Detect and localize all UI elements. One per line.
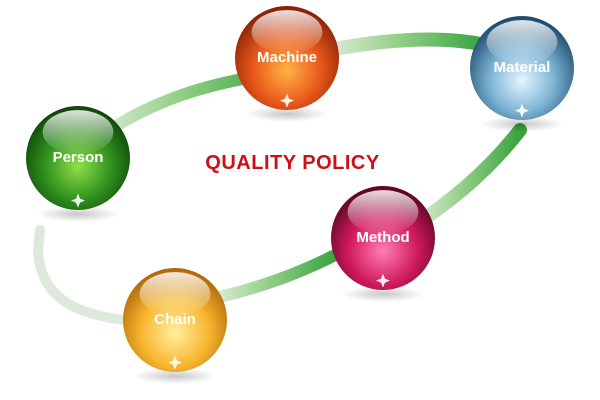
sparkle-icon (71, 193, 85, 208)
node-person: Person (26, 106, 130, 222)
node-gloss (486, 20, 558, 64)
node-material: Material (470, 16, 574, 132)
node-shadow (480, 116, 564, 132)
node-machine: Machine (235, 6, 339, 122)
node-label-person: Person (53, 149, 104, 166)
page-title: QUALITY POLICY (205, 152, 380, 174)
node-shadow (245, 106, 329, 122)
node-shadow (36, 206, 120, 222)
node-gloss (139, 272, 211, 316)
node-method: Method (331, 186, 435, 302)
node-gloss (251, 10, 323, 54)
node-label-method: Method (356, 229, 409, 246)
node-gloss (347, 190, 419, 234)
node-label-machine: Machine (257, 49, 317, 66)
track-chain-person (32, 225, 130, 325)
node-chain: Chain (123, 268, 227, 384)
sparkle-icon (168, 355, 182, 370)
node-label-chain: Chain (154, 311, 196, 328)
node-shadow (133, 368, 217, 384)
sparkle-icon (376, 273, 390, 288)
track-method-chain (209, 249, 341, 304)
node-gloss (42, 110, 114, 154)
track-material-method (408, 123, 527, 232)
sparkle-icon (280, 93, 294, 108)
sparkle-icon (515, 103, 529, 118)
node-label-material: Material (494, 59, 551, 76)
node-shadow (341, 286, 425, 302)
track-machine-material (323, 32, 492, 57)
